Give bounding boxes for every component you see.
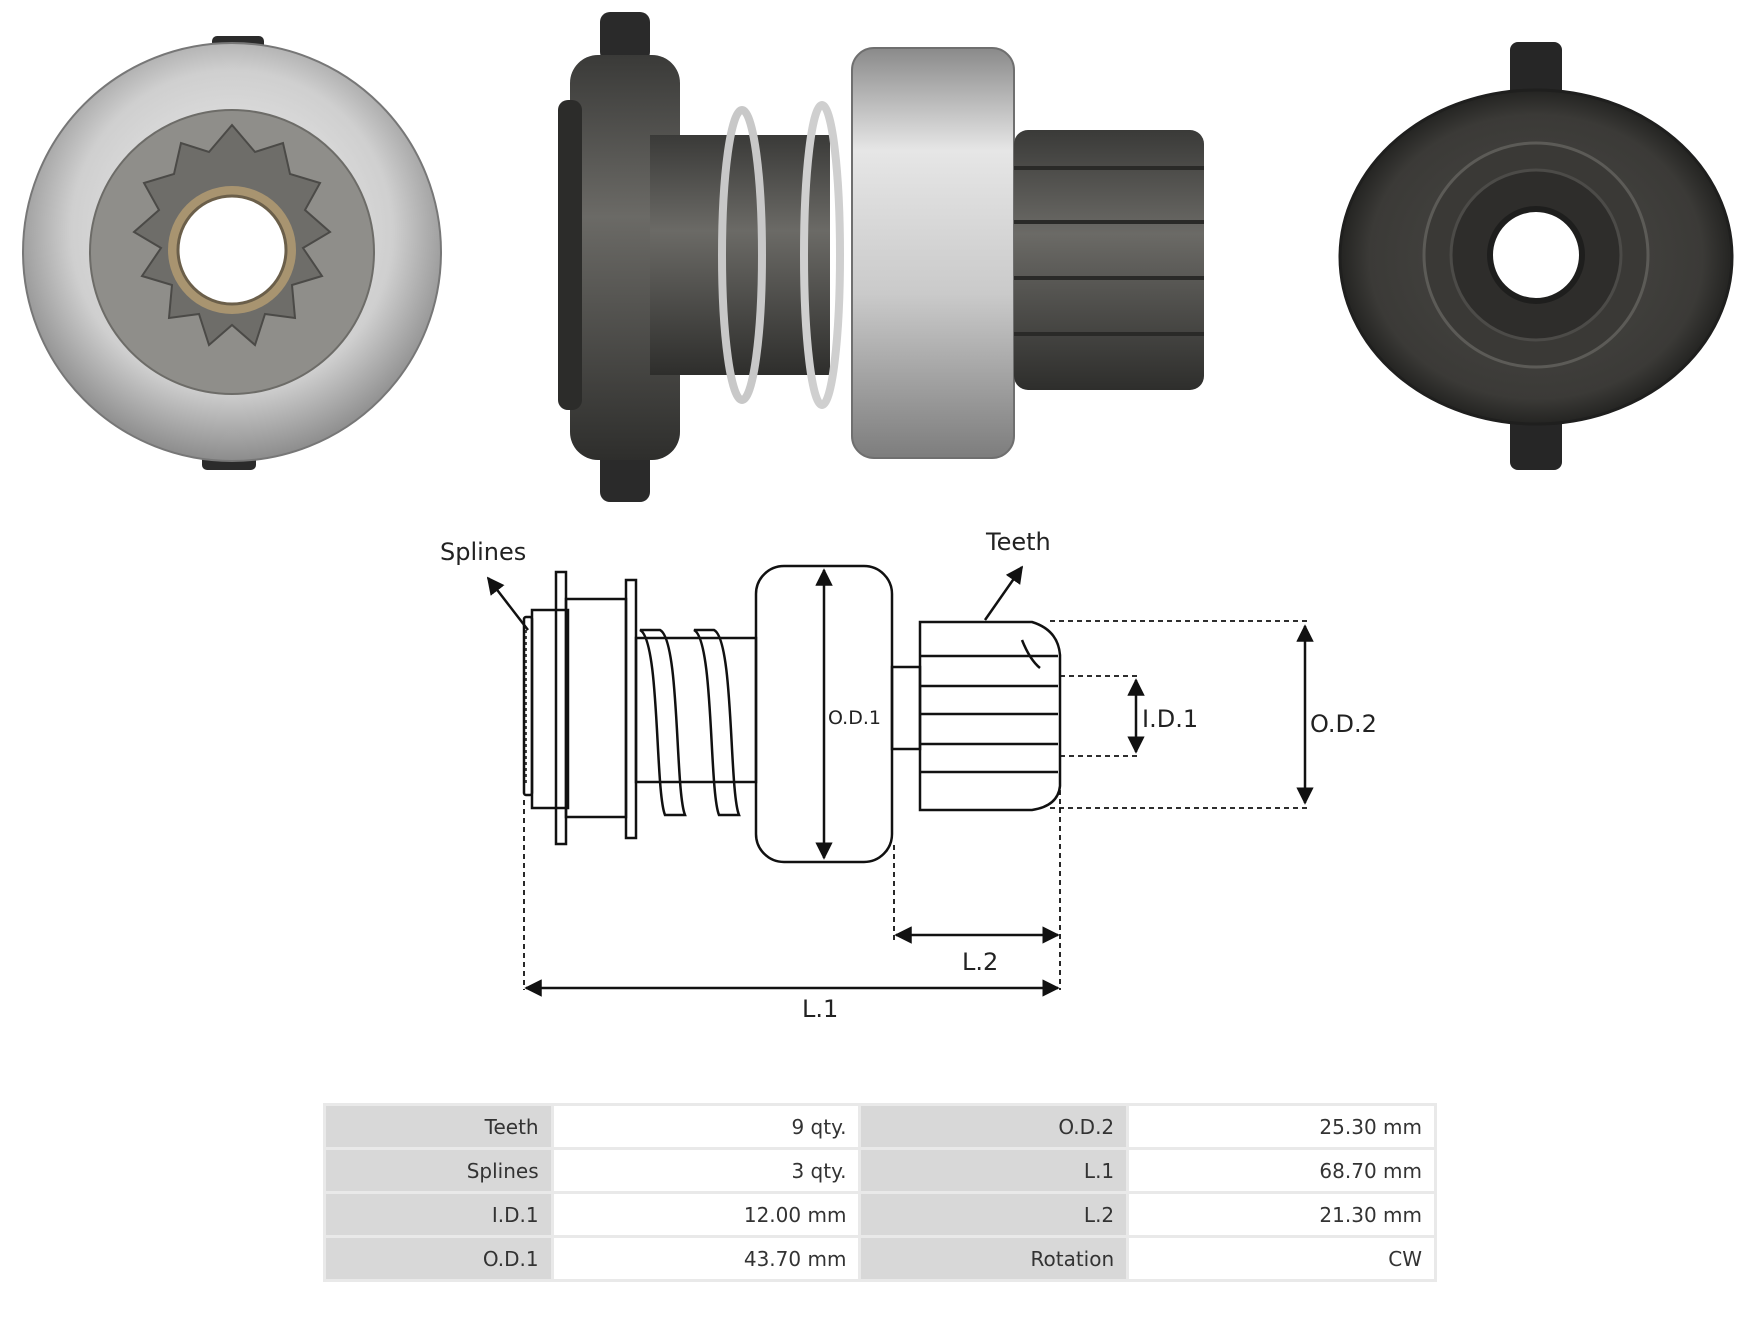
spec-key: O.D.1 [326,1238,551,1279]
table-row: Splines 3 qty. L.1 68.70 mm [326,1150,1434,1191]
spec-key: Teeth [326,1106,551,1147]
spec-value: CW [1129,1238,1434,1279]
splines-label: Splines [440,538,526,566]
spec-value: 43.70 mm [553,1238,859,1279]
spec-value: 12.00 mm [553,1194,859,1235]
front-view-photo [22,36,442,470]
drive-outline [522,564,1062,864]
spec-value: 25.30 mm [1129,1106,1434,1147]
od2-label: O.D.2 [1310,710,1377,738]
spec-key: O.D.2 [861,1106,1127,1147]
spec-key: I.D.1 [326,1194,551,1235]
table-row: O.D.1 43.70 mm Rotation CW [326,1238,1434,1279]
id1-label: I.D.1 [1142,705,1198,733]
specifications-table: Teeth 9 qty. O.D.2 25.30 mm Splines 3 qt… [323,1103,1437,1282]
table-row: Teeth 9 qty. O.D.2 25.30 mm [326,1106,1434,1147]
spec-value: 68.70 mm [1129,1150,1434,1191]
rear-view-photo [1338,42,1734,470]
side-view-photo [558,12,1204,502]
spec-key: L.1 [861,1150,1127,1191]
spec-key: Rotation [861,1238,1127,1279]
l2-label: L.2 [962,948,998,976]
spec-key: Splines [326,1150,551,1191]
dimension-diagram: Splines Teeth O.D.1 I.D.1 O.D.2 L.2 L.1 [440,528,1377,1023]
product-photos [22,12,1734,502]
dimension-labels: Splines Teeth O.D.1 I.D.1 O.D.2 L.2 L.1 [440,528,1377,1023]
dimension-lines [486,565,1314,997]
od1-label: O.D.1 [828,707,881,729]
l1-label: L.1 [802,995,838,1023]
spec-value: 21.30 mm [1129,1194,1434,1235]
spec-key: L.2 [861,1194,1127,1235]
spec-value: 9 qty. [553,1106,859,1147]
teeth-label: Teeth [985,528,1051,556]
spec-value: 3 qty. [553,1150,859,1191]
table-row: I.D.1 12.00 mm L.2 21.30 mm [326,1194,1434,1235]
